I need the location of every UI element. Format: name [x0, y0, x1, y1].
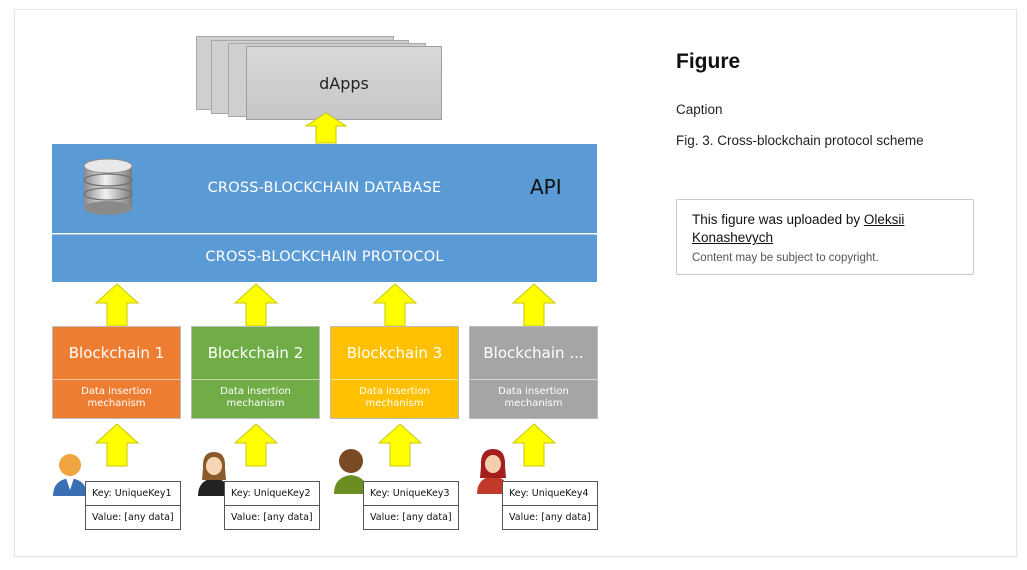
arrow-up-icon [94, 283, 140, 327]
key-field: Key: UniqueKey2 [231, 488, 311, 499]
database-layer: CROSS-BLOCKCHAIN DATABASE API [52, 144, 597, 233]
api-label: API [530, 175, 562, 199]
dapps-label: dApps [319, 73, 369, 93]
blockchain-mechanism: Data insertion mechanism [81, 386, 152, 409]
user-female-red-icon [477, 449, 509, 494]
copyright-note: Content may be subject to copyright. [692, 252, 879, 264]
figure-card [14, 9, 1017, 557]
blockchain-mechanism: Data insertion mechanism [220, 386, 291, 409]
key-value-box-1: Key: UniqueKey1 Value: [any data] [85, 481, 181, 530]
uploaded-by-line: This figure was uploaded by Oleksii Kona… [692, 211, 958, 247]
value-field: Value: [any data] [364, 505, 458, 529]
upload-info-box: This figure was uploaded by Oleksii Kona… [676, 199, 974, 275]
blockchain-name: Blockchain 2 [192, 327, 319, 380]
user-male-green-icon [334, 449, 368, 494]
arrow-up-icon [377, 423, 423, 467]
user-male-blue-icon [53, 454, 87, 496]
blockchain-name: Blockchain 3 [331, 327, 458, 380]
value-field: Value: [any data] [86, 505, 180, 529]
arrow-up-icon [304, 112, 348, 144]
blockchain-2-box: Blockchain 2 Data insertion mechanism [191, 326, 320, 419]
caption-text: Fig. 3. Cross-blockchain protocol scheme [676, 133, 924, 148]
arrow-up-icon [233, 283, 279, 327]
key-value-box-2: Key: UniqueKey2 Value: [any data] [224, 481, 320, 530]
figure-info: Figure Caption Fig. 3. Cross-blockchain … [676, 50, 976, 148]
blockchain-mechanism: Data insertion mechanism [498, 386, 569, 409]
blockchain-mechanism: Data insertion mechanism [359, 386, 430, 409]
key-field: Key: UniqueKey1 [92, 488, 172, 499]
key-value-box-3: Key: UniqueKey3 Value: [any data] [363, 481, 459, 530]
caption-label: Caption [676, 102, 723, 117]
arrow-up-icon [94, 423, 140, 467]
uploaded-by-prefix: This figure was uploaded by [692, 212, 864, 227]
cross-blockchain-diagram: dApps CROSS-BLOCKCHAIN DATABASE API CROS… [30, 20, 610, 540]
key-field: Key: UniqueKey3 [370, 488, 450, 499]
database-title: CROSS-BLOCKCHAIN DATABASE [207, 180, 442, 196]
arrow-up-icon [511, 283, 557, 327]
value-field: Value: [any data] [503, 505, 597, 529]
blockchain-1-box: Blockchain 1 Data insertion mechanism [52, 326, 181, 419]
value-field: Value: [any data] [225, 505, 319, 529]
blockchain-4-box: Blockchain ... Data insertion mechanism [469, 326, 598, 419]
blockchain-name: Blockchain 1 [53, 327, 180, 380]
key-field: Key: UniqueKey4 [509, 488, 589, 499]
arrow-up-icon [372, 283, 418, 327]
blockchain-name: Blockchain ... [470, 327, 597, 380]
blockchain-3-box: Blockchain 3 Data insertion mechanism [330, 326, 459, 419]
protocol-layer: CROSS-BLOCKCHAIN PROTOCOL [52, 234, 597, 282]
arrow-up-icon [233, 423, 279, 467]
dapps-box: dApps [246, 46, 442, 120]
figure-heading: Figure [676, 50, 741, 73]
database-icon [83, 158, 133, 215]
uploader-link[interactable]: Oleksii Konashevych [692, 212, 905, 245]
user-female-icon [198, 452, 230, 496]
protocol-title: CROSS-BLOCKCHAIN PROTOCOL [205, 249, 444, 265]
arrow-up-icon [511, 423, 557, 467]
key-value-box-4: Key: UniqueKey4 Value: [any data] [502, 481, 598, 530]
